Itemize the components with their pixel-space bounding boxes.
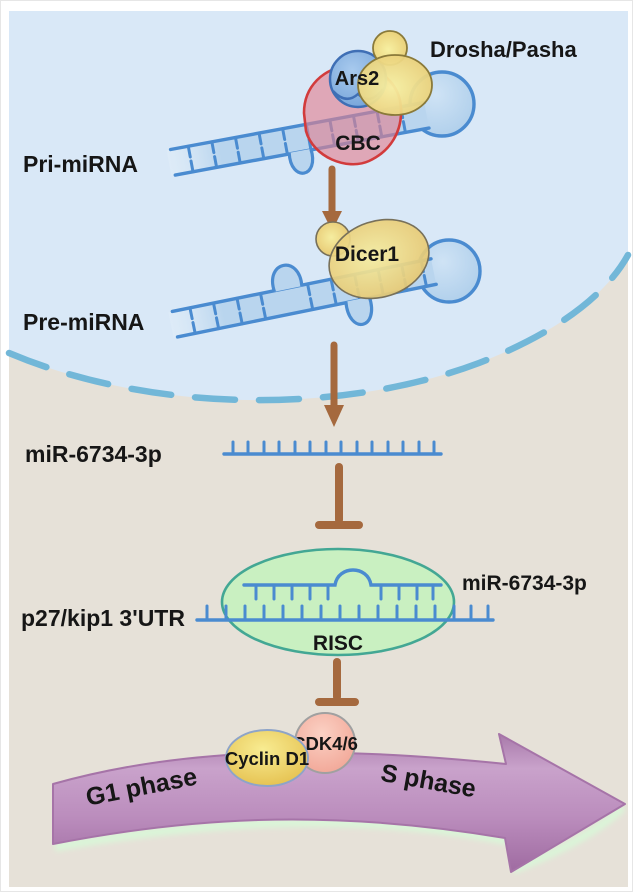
processing-arrow-dicer bbox=[324, 341, 344, 427]
pri-mirna-hairpin: Ars2 CBC Drosha/Pasha Pri-miRNA bbox=[23, 30, 577, 177]
cyclin-d1-label: Cyclin D1 bbox=[225, 748, 309, 769]
pre-mirna-bulge-loop bbox=[271, 263, 304, 293]
dicer1-label: Dicer1 bbox=[335, 243, 400, 266]
pre-mirna-lower-loop bbox=[344, 296, 374, 327]
nuclear-membrane-dashed bbox=[5, 251, 632, 404]
cbc-label: CBC bbox=[335, 132, 381, 155]
cdk46-protein: CDK4/6 bbox=[292, 712, 358, 774]
cycle-arrow-glow bbox=[54, 818, 510, 852]
cycle-arrowhead-glow bbox=[511, 804, 626, 874]
dicer1-protein bbox=[315, 218, 430, 300]
target-mrna-strand bbox=[195, 604, 495, 622]
bound-mirna-label: miR-6734-3p bbox=[462, 572, 587, 595]
inhibition-bar-risc bbox=[315, 658, 359, 706]
cdk46-label: CDK4/6 bbox=[292, 733, 358, 754]
drosha-pasha-label: Drosha/Pasha bbox=[430, 37, 577, 62]
drosha-pasha-protein bbox=[357, 30, 433, 116]
risc-complex: RISC miR-6734-3p p27/kip1 3'UTR bbox=[21, 547, 587, 657]
mature-mirna-strand: miR-6734-3p bbox=[25, 440, 443, 467]
risc-label: RISC bbox=[313, 632, 363, 655]
mature-mirna-label: miR-6734-3p bbox=[25, 441, 162, 467]
bound-mirna-strand bbox=[242, 568, 443, 601]
pre-mirna-label: Pre-miRNA bbox=[23, 309, 144, 335]
processing-arrow-drosha bbox=[322, 165, 342, 231]
pri-mirna-label: Pri-miRNA bbox=[23, 151, 138, 177]
cyclin-d1-protein: Cyclin D1 bbox=[225, 729, 309, 787]
pri-mirna-bulge-loop bbox=[287, 148, 315, 175]
inhibition-bar-mirna bbox=[315, 463, 363, 529]
risc-body bbox=[220, 547, 456, 657]
cycle-arrow-band bbox=[52, 733, 626, 873]
pre-mirna-hairpin: Dicer1 Pre-miRNA bbox=[23, 218, 482, 339]
cell-cycle-arrow: G1 phase S phase bbox=[52, 733, 626, 874]
ars2-label: Ars2 bbox=[335, 68, 379, 90]
target-utr-label: p27/kip1 3'UTR bbox=[21, 605, 185, 631]
